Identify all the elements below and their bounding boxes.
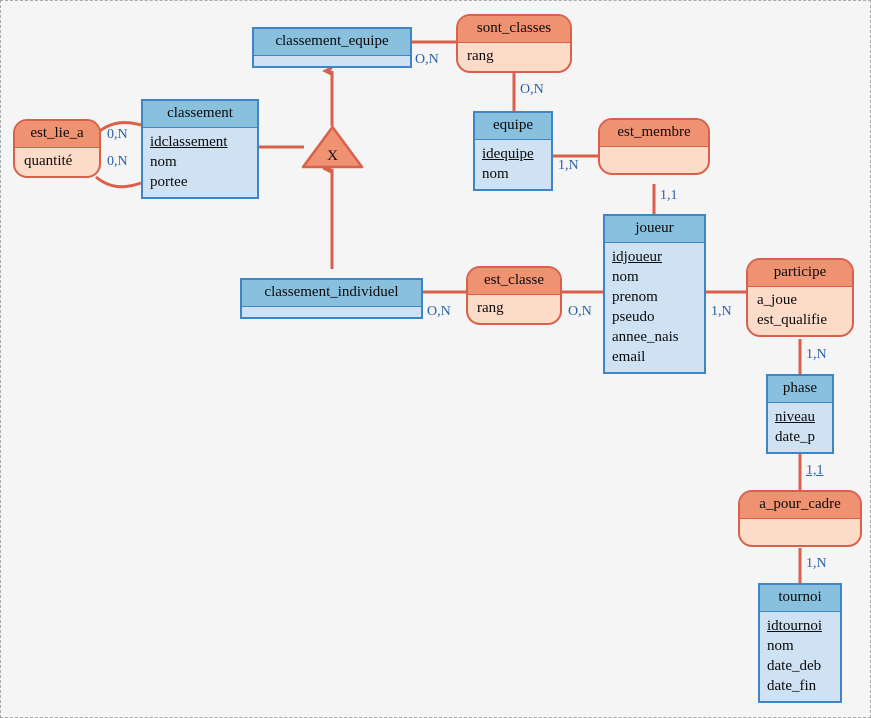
relationship-est-membre[interactable]: est_membre: [598, 118, 710, 175]
attribute: pseudo: [612, 309, 655, 325]
entity-classement[interactable]: classement idclassement nom portee: [141, 99, 259, 199]
attribute-key: idjoueur: [612, 249, 662, 265]
attribute: prenom: [612, 289, 658, 305]
entity-title: classement: [143, 101, 257, 128]
entity-title: equipe: [475, 113, 551, 140]
entity-attributes: idjoueur nom prenom pseudo annee_nais em…: [605, 243, 704, 372]
triangle-label: X: [327, 148, 338, 164]
entity-attributes: [254, 56, 410, 66]
attribute: quantité: [24, 153, 73, 169]
edge-est-lie-a-lower: [95, 175, 142, 189]
relationship-attributes: a_joue est_qualifie: [748, 287, 852, 335]
cardinality-label: O,N: [568, 304, 592, 319]
entity-title: classement_individuel: [242, 280, 421, 307]
attribute: date_deb: [767, 658, 822, 674]
cardinality-label-selected: 1,1: [806, 463, 824, 478]
relationship-attributes: rang: [468, 295, 560, 323]
attribute: portee: [150, 174, 188, 190]
cardinality-label: 0,N: [107, 127, 128, 142]
relationship-title: a_pour_cadre: [740, 492, 860, 519]
relationship-attributes: rang: [458, 43, 570, 71]
entity-title: joueur: [605, 216, 704, 243]
relationship-attributes: [600, 147, 708, 173]
cardinality-label: 0,N: [107, 154, 128, 169]
relationship-attributes: quantité: [15, 148, 99, 176]
cardinality-label: O,N: [520, 82, 544, 97]
relationship-title: est_lie_a: [15, 121, 99, 148]
entity-equipe[interactable]: equipe idequipe nom: [473, 111, 553, 191]
cardinality-label: 1,N: [711, 304, 732, 319]
entity-title: tournoi: [760, 585, 840, 612]
relationship-a-pour-cadre[interactable]: a_pour_cadre: [738, 490, 862, 547]
attribute: a_joue: [757, 292, 797, 308]
relationship-participe[interactable]: participe a_joue est_qualifie: [746, 258, 854, 337]
attribute: date_p: [775, 429, 815, 445]
relationship-title: est_classe: [468, 268, 560, 295]
cardinality-label: 1,N: [806, 347, 827, 362]
relationship-title: participe: [748, 260, 852, 287]
attribute: annee_nais: [612, 329, 679, 345]
attribute-key: niveau: [775, 409, 815, 425]
entity-tournoi[interactable]: tournoi idtournoi nom date_deb date_fin: [758, 583, 842, 703]
entity-title: classement_equipe: [254, 29, 410, 56]
relationship-est-lie-a[interactable]: est_lie_a quantité: [13, 119, 101, 178]
entity-classement-equipe[interactable]: classement_equipe: [252, 27, 412, 68]
attribute: nom: [767, 638, 794, 654]
attribute-key: idtournoi: [767, 618, 822, 634]
cardinality-label: O,N: [415, 52, 439, 67]
relationship-sont-classes[interactable]: sont_classes rang: [456, 14, 572, 73]
entity-classement-individuel[interactable]: classement_individuel: [240, 278, 423, 319]
cardinality-label: 1,N: [806, 556, 827, 571]
cardinality-label: O,N: [427, 304, 451, 319]
entity-attributes: idclassement nom portee: [143, 128, 257, 197]
attribute: rang: [477, 300, 504, 316]
attribute: date_fin: [767, 678, 817, 694]
entity-attributes: [242, 307, 421, 317]
attribute: est_qualifie: [757, 312, 827, 328]
entity-attributes: idtournoi nom date_deb date_fin: [760, 612, 840, 701]
entity-title: phase: [768, 376, 832, 403]
attribute: nom: [612, 269, 639, 285]
relationship-attributes: [740, 519, 860, 545]
entity-phase[interactable]: phase niveau date_p: [766, 374, 834, 454]
entity-joueur[interactable]: joueur idjoueur nom prenom pseudo annee_…: [603, 214, 706, 374]
cardinality-label: 1,N: [558, 158, 579, 173]
attribute: rang: [467, 48, 494, 64]
relationship-title: sont_classes: [458, 16, 570, 43]
attribute-key: idequipe: [482, 146, 534, 162]
attribute: nom: [150, 154, 177, 170]
specialization-triangle[interactable]: X: [301, 125, 364, 169]
attribute: nom: [482, 166, 509, 182]
entity-attributes: idequipe nom: [475, 140, 551, 189]
entity-attributes: niveau date_p: [768, 403, 832, 452]
relationship-title: est_membre: [600, 120, 708, 147]
relationship-est-classe[interactable]: est_classe rang: [466, 266, 562, 325]
attribute: email: [612, 349, 646, 365]
attribute-key: idclassement: [150, 134, 228, 150]
cardinality-label: 1,1: [660, 188, 678, 203]
